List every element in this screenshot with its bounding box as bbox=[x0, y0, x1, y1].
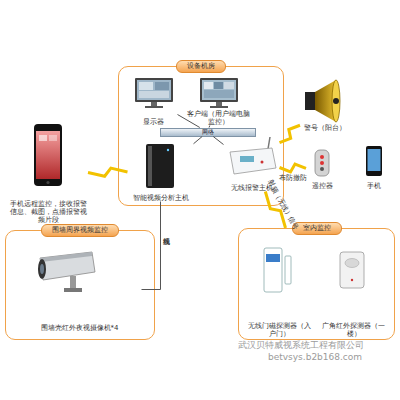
cable-line bbox=[178, 115, 200, 128]
watermark: betvsys.b2b168.com bbox=[268, 352, 362, 363]
zone-box: 围墙周界视频监控围墙壳红外夜视摄像机*4 bbox=[5, 230, 155, 340]
network-label: 网络 bbox=[202, 129, 214, 135]
device-label: 警号（阳台） bbox=[304, 124, 346, 132]
watermark: 武汉贝特威视系统工程有限公司 bbox=[238, 340, 364, 351]
device-label: 智能视频分析主机 bbox=[133, 194, 189, 202]
cable-line bbox=[209, 126, 211, 128]
device-label: 显示器 bbox=[143, 118, 164, 126]
device-label: 遥控器 bbox=[312, 182, 333, 190]
device-label: 广角红外探测器（一楼） bbox=[318, 322, 390, 338]
device-label: 围墙壳红外夜视摄像机*4 bbox=[41, 324, 119, 332]
monitor-icon bbox=[135, 78, 173, 108]
cable-line bbox=[194, 137, 203, 144]
wireless-link bbox=[280, 125, 301, 142]
device-label: 无线报警主机 bbox=[231, 184, 273, 192]
device-label: 手机 bbox=[367, 182, 381, 190]
infrared-camera-icon bbox=[38, 252, 95, 292]
device-label: 手机远程监控，接收报警信息、截图，点播报警视频片段 bbox=[8, 200, 88, 224]
zone-title: 设备机房 bbox=[176, 60, 226, 73]
device-label: 无线门磁探测器（入户门） bbox=[246, 322, 314, 338]
server-tower-icon bbox=[146, 144, 174, 188]
cable-line bbox=[142, 202, 161, 290]
zone-title: 室内监控 bbox=[292, 222, 342, 235]
alarm-host-icon bbox=[230, 137, 276, 174]
zone-title: 围墙周界视频监控 bbox=[41, 224, 119, 237]
cable-line bbox=[213, 137, 223, 145]
device-label: 客户端（用户端电脑监控） bbox=[186, 110, 252, 126]
door-sensor-icon bbox=[264, 248, 291, 292]
link-label: 布防撤防 bbox=[279, 174, 307, 182]
remote-keyfob-icon bbox=[315, 150, 329, 176]
monitor-icon bbox=[200, 78, 238, 108]
smartphone-icon bbox=[34, 124, 62, 186]
zone-box: 室内监控无线门磁探测器（入户门）广角红外探测器（一楼） bbox=[238, 228, 395, 340]
smartphone-icon bbox=[366, 146, 382, 176]
network-bar: 网络 bbox=[160, 128, 256, 137]
wireless-link bbox=[280, 164, 307, 172]
pir-detector-icon bbox=[340, 252, 364, 288]
siren-speaker-icon bbox=[305, 80, 340, 122]
wireless-link bbox=[88, 168, 128, 176]
